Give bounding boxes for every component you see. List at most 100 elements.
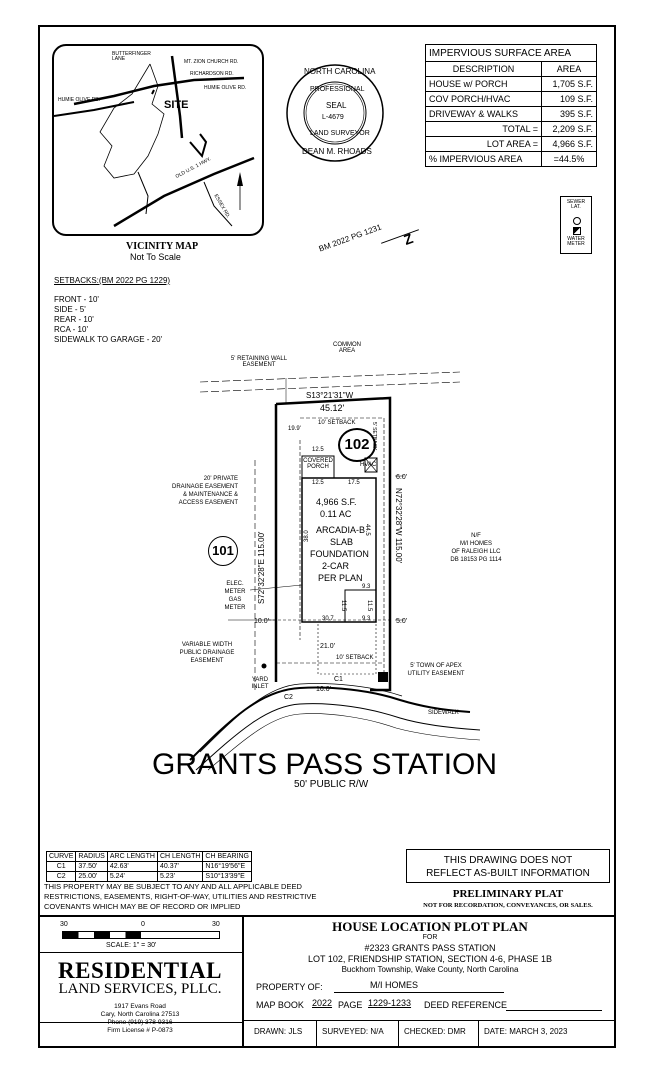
dim-6-0: 6.0'	[396, 474, 408, 481]
seal-number: L-4679	[322, 114, 344, 121]
dim-10-0: 10.0'	[254, 618, 269, 625]
house-garage: 2-CAR	[322, 561, 350, 571]
title-block	[38, 915, 616, 1048]
curve-header: ARC LENGTH	[106, 851, 158, 862]
deed-underline	[506, 1010, 602, 1011]
road-label: BUTTERFINGER LANE	[112, 51, 151, 62]
dim-44-5: 44.5	[364, 524, 370, 536]
house-foundation: SLAB	[330, 537, 354, 547]
scale-divider	[38, 952, 242, 953]
address-line: Cary, North Carolina 27513	[100, 1011, 180, 1018]
adjacent-owner-label: N/F M/I HOMES OF RALEIGH LLC DB 18153 PG…	[436, 532, 516, 564]
water-meter-icon	[573, 227, 581, 235]
inlet-line: YARD	[251, 677, 269, 683]
common-area-label: COMMON AREA	[333, 342, 361, 354]
meter-line: ELEC.	[226, 581, 244, 587]
page-label: PAGE	[338, 1000, 363, 1010]
impervious-area: =44.5%	[541, 151, 597, 167]
meter-line: METER	[224, 589, 246, 595]
disclaimer-text: THIS PROPERTY MAY BE SUBJECT TO ANY AND …	[44, 882, 317, 911]
vicinity-title: VICINITY MAP	[126, 241, 199, 252]
vicinity-map-drawing	[54, 55, 255, 228]
rear-setback-label: 10' SETBACK	[318, 420, 356, 426]
scale-number: 30	[212, 921, 220, 928]
curve-cell: 25.00'	[75, 871, 108, 882]
prelim-note: NOT FOR RECORDATION, CONVEYANCES, OR SAL…	[423, 902, 593, 909]
curve-cell: C2	[45, 871, 77, 882]
dim-label: 9.3	[362, 584, 371, 590]
curve-cell: 42.63'	[106, 861, 158, 872]
house-foundation-2: FOUNDATION	[310, 549, 369, 559]
dim-label: 12.5	[312, 480, 324, 486]
dim-5-0: 5.0'	[396, 618, 408, 625]
setback-item: RCA - 10'	[54, 325, 88, 334]
meter-line: GAS	[228, 597, 242, 603]
title-block-bottom-row	[242, 1020, 616, 1021]
plan-date: DATE: MARCH 3, 2023	[484, 1027, 568, 1036]
dim-label: 9.3	[362, 616, 371, 622]
setbacks-title: SETBACKS:(BM 2022 PG 1229)	[54, 276, 171, 285]
curve-c1-label: C1	[334, 676, 343, 683]
public-drainage-label: VARIABLE WIDTH PUBLIC DRAINAGE EASEMENT	[176, 641, 238, 665]
dim-16-0: 16.0'	[316, 686, 331, 693]
curve-cell: 5.23'	[156, 871, 204, 882]
sewer-icon	[573, 217, 581, 225]
meter-labels: ELEC. METER GAS METER	[222, 580, 248, 612]
hvac-label: HVAC	[360, 462, 377, 468]
title-block-divider	[242, 915, 244, 1048]
cell-divider	[316, 1020, 317, 1048]
deed-reference: DEED REFERENCE	[424, 1000, 508, 1010]
owner-line: OF RALEIGH LLC	[451, 549, 501, 555]
right-lot-line-bearing: N72°32'28"W 115.00'	[394, 488, 403, 564]
dim-19-9: 19.9'	[288, 426, 301, 432]
apex-line: 5' TOWN OF APEX	[410, 663, 462, 669]
surveyed-by: SURVEYED: N/A	[322, 1027, 384, 1036]
prelim-title: PRELIMINARY PLAT	[452, 888, 564, 900]
scale-number: 30	[60, 921, 68, 928]
cell-divider	[478, 1020, 479, 1048]
curve-header: CH LENGTH	[156, 851, 204, 862]
scale-number: 0	[141, 921, 145, 928]
dim-label: 11.5	[340, 600, 346, 612]
seal-state: NORTH CAROLINA	[304, 67, 376, 76]
easement-line: & MAINTENANCE &	[182, 492, 238, 498]
seal-surveyor: LAND SURVEYOR	[310, 130, 370, 137]
curve-cell: 40.37'	[156, 861, 204, 872]
address-line: Firm License # P-0873	[107, 1027, 173, 1034]
dim-label: 17.5	[348, 480, 360, 486]
asbuilt-line: THIS DRAWING DOES NOT	[443, 855, 573, 866]
surveyor-seal: NORTH CAROLINA PROFESSIONAL SEAL L-4679 …	[284, 62, 386, 164]
road-label: MT. ZION CHURCH RD.	[184, 59, 239, 65]
property-underline	[334, 992, 504, 993]
company-name-2: LAND SERVICES, PLLC.	[58, 981, 222, 997]
dim-21-0: 21.0'	[320, 643, 335, 650]
curve-c2-label: C2	[284, 694, 293, 701]
lot-area-ac: 0.11 AC	[320, 509, 352, 519]
owner-line: N/F	[471, 533, 481, 539]
address-line: 1917 Evans Road	[114, 1003, 166, 1010]
page-value: 1229-1233	[368, 998, 412, 1008]
cell-divider	[398, 1020, 399, 1048]
curve-header: RADIUS	[75, 851, 108, 862]
road-label: RICHARDSON RD.	[190, 71, 234, 77]
drainage-line: PUBLIC DRAINAGE	[179, 650, 235, 656]
inlet-line: INLET	[251, 684, 269, 690]
yard-inlet-label: YARD INLET	[248, 677, 272, 691]
rear-bearing: S13°21'31"W	[306, 391, 354, 400]
plan-address: #2323 GRANTS PASS STATION	[364, 943, 496, 953]
seal-prof: PROFESSIONAL	[310, 86, 365, 93]
curve-cell: C1	[45, 861, 77, 872]
sewer-label: SEWER LAT.	[566, 199, 586, 210]
site-label: SITE	[164, 99, 189, 111]
easement-line: DRAINAGE EASEMENT	[171, 484, 238, 490]
house-model: ARCADIA-B	[316, 525, 366, 535]
water-label: WATER METER	[567, 236, 585, 247]
vicinity-map: SITE BUTTERFINGER LANE MT. ZION CHURCH R…	[52, 44, 264, 236]
setback-item: SIDE - 5'	[54, 305, 86, 314]
meter-line: METER	[224, 605, 246, 611]
covered-porch-label: COVERED PORCH	[303, 458, 333, 470]
dim-30-7: 30.7	[322, 616, 334, 622]
checked-by: CHECKED: DMR	[404, 1027, 466, 1036]
